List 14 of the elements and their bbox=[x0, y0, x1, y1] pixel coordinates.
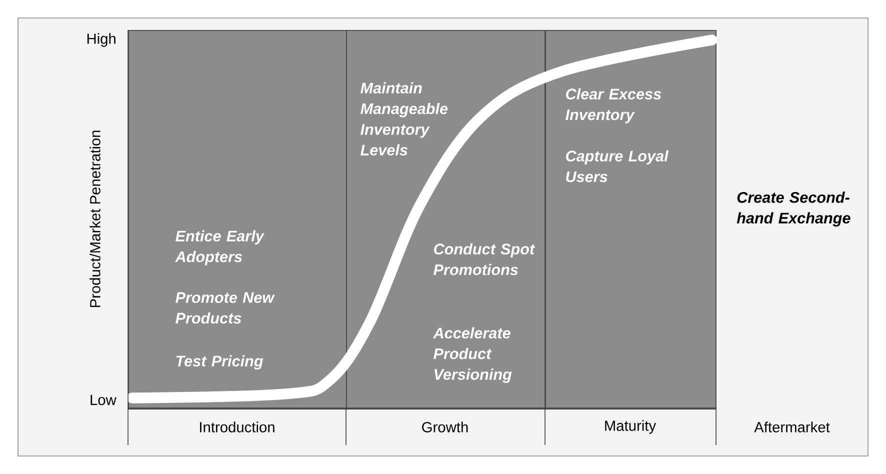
strategy-text: Conduct Spot Promotions bbox=[434, 243, 536, 276]
strategy-text: Promote New Products bbox=[176, 292, 275, 324]
axis-title: Product/Market Penetration bbox=[90, 130, 100, 308]
strategy-text: Accelerate Product Versioning bbox=[432, 327, 512, 383]
strategy-text: Maintain Manageable Inventory Levels bbox=[360, 82, 448, 156]
strategy-text: Create Second-hand Exchange bbox=[736, 192, 850, 227]
stage-column bbox=[128, 30, 348, 410]
strategy-text: Clear Excess Inventory bbox=[566, 88, 662, 124]
stage-label: Aftermarket bbox=[754, 422, 830, 432]
stage-column bbox=[346, 30, 546, 410]
strategy-text: Test Pricing bbox=[176, 355, 264, 370]
strategy-text: Capture Loyal Users bbox=[566, 150, 669, 182]
strategy-text: Entice Early Adopters bbox=[174, 230, 265, 266]
stage-column bbox=[545, 30, 716, 410]
